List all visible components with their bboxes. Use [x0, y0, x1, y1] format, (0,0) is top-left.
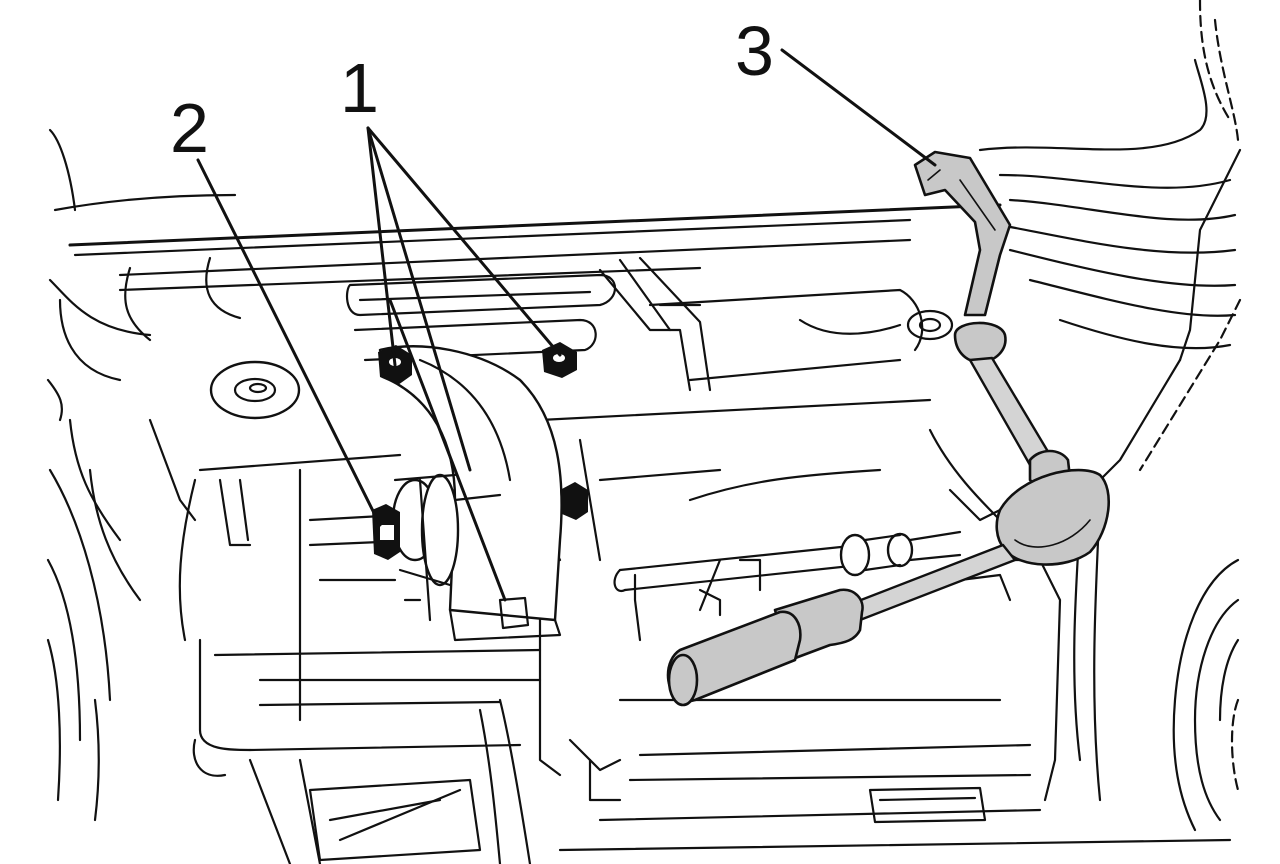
callout-1-leader-a	[366, 126, 397, 367]
ratchet-tool	[666, 150, 1111, 707]
shift-bracket	[378, 345, 563, 642]
callout-1-leader-d	[388, 298, 507, 602]
callout-1-leader-c	[366, 126, 562, 357]
callout-2-label: 2	[170, 89, 209, 167]
pivot-nut	[372, 504, 400, 560]
callout-2: 2	[170, 89, 382, 527]
callout-2-leader	[196, 158, 382, 527]
callout-1-leader-b	[366, 126, 472, 472]
callout-3-label: 3	[735, 12, 774, 90]
callout-3-leader	[780, 48, 937, 167]
callout-3: 3	[735, 12, 937, 167]
bracket-nut-right	[560, 482, 588, 520]
engine-housing	[46, 0, 1242, 864]
callout-1-label: 1	[340, 49, 379, 127]
bracket-nut-upper-right	[542, 342, 577, 378]
callout-1: 1	[340, 49, 562, 602]
